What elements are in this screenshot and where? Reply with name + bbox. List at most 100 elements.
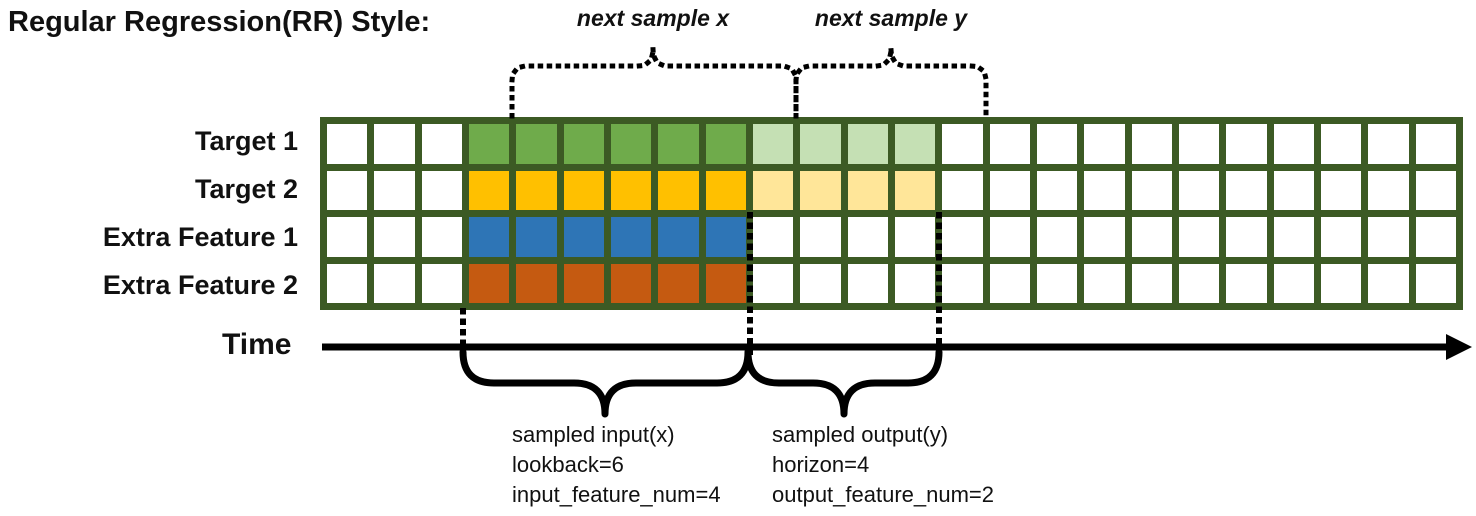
grid-cell (1036, 263, 1078, 303)
grid-cell (327, 217, 368, 257)
grid-cell (421, 170, 462, 210)
grid-cell (800, 170, 841, 210)
row-label-extra-feature-2: Extra Feature 2 (102, 270, 298, 301)
grid-cell (1084, 124, 1125, 164)
sampled-output-brace (744, 348, 943, 418)
grid-cell (1273, 170, 1314, 210)
grid-cell (374, 124, 415, 164)
next-sample-x-brace (509, 47, 799, 119)
grid-cell (563, 170, 604, 210)
grid-cell (1036, 217, 1078, 257)
grid-cell (468, 170, 510, 210)
next-sample-y-brace (793, 47, 989, 119)
grid-cell (374, 263, 415, 303)
next-sample-x-label: next sample x (576, 5, 730, 31)
grid-cell (705, 170, 746, 210)
grid-cell (1320, 170, 1362, 210)
grid-cell (989, 263, 1030, 303)
grid-cell (327, 170, 368, 210)
grid-cell (989, 170, 1030, 210)
grid-cell (563, 263, 604, 303)
grid-cell (942, 217, 983, 257)
grid-cell (752, 263, 794, 303)
sampled-output-caption: sampled output(y) horizon=4 output_featu… (772, 420, 994, 510)
grid-cell (1178, 124, 1220, 164)
grid-cell (468, 124, 510, 164)
grid-cell (1320, 217, 1362, 257)
grid-cell (800, 124, 841, 164)
grid-cell (1320, 263, 1362, 303)
grid-cell (847, 170, 888, 210)
grid-cell (468, 217, 510, 257)
grid-cell (705, 263, 746, 303)
grid-cell (1368, 170, 1409, 210)
grid-cell (1368, 124, 1409, 164)
grid-cell (516, 124, 557, 164)
grid-cell (516, 217, 557, 257)
grid-cell (374, 217, 415, 257)
grid-cell (610, 124, 652, 164)
row-labels: Target 1 Target 2 Extra Feature 1 Extra … (0, 117, 308, 310)
grid-cell (894, 124, 936, 164)
row-label-target-1: Target 1 (194, 125, 298, 156)
sampled-input-brace (459, 348, 752, 418)
grid-cell (658, 263, 699, 303)
grid-cell (1226, 217, 1267, 257)
grid-cell (1036, 170, 1078, 210)
grid-cell (942, 170, 983, 210)
sampled-output-title: sampled output(y) (772, 422, 949, 447)
grid-cell (1131, 217, 1172, 257)
grid-cell (800, 263, 841, 303)
grid-cell (1415, 217, 1456, 257)
row-label-target-2: Target 2 (194, 173, 298, 204)
lookback-value: lookback=6 (512, 452, 624, 477)
grid-cell (752, 217, 794, 257)
grid-cell (658, 124, 699, 164)
grid-cell (894, 170, 936, 210)
sampled-input-caption: sampled input(x) lookback=6 input_featur… (512, 420, 721, 510)
grid-cell (1368, 217, 1409, 257)
grid-cell (421, 217, 462, 257)
grid-cell (374, 170, 415, 210)
grid-cell (989, 217, 1030, 257)
grid-cell (327, 263, 368, 303)
grid-cell (1415, 170, 1456, 210)
grid-cell (1273, 263, 1314, 303)
grid-cell (610, 170, 652, 210)
grid-cell (847, 124, 888, 164)
grid-cell (752, 170, 794, 210)
sampled-input-title: sampled input(x) (512, 422, 675, 447)
grid-cell (421, 124, 462, 164)
horizon-value: horizon=4 (772, 452, 870, 477)
grid-cell (1226, 170, 1267, 210)
grid-cell (1131, 263, 1172, 303)
grid-cell (1415, 124, 1456, 164)
grid-cell (800, 217, 841, 257)
grid-cell (1178, 217, 1220, 257)
grid-cell (705, 217, 746, 257)
grid-cell (516, 170, 557, 210)
grid-cell (989, 124, 1030, 164)
grid-cell (1320, 124, 1362, 164)
grid-cell (894, 217, 936, 257)
timeseries-grid (320, 117, 1463, 310)
time-axis-label: Time (222, 328, 292, 361)
grid-cell (658, 217, 699, 257)
grid-cell (1226, 263, 1267, 303)
grid-cell (894, 263, 936, 303)
grid-cell (610, 217, 652, 257)
grid-cell (942, 263, 983, 303)
page-title: Regular Regression(RR) Style: (8, 6, 431, 38)
time-axis-arrowhead (1446, 334, 1472, 360)
grid-cell (1131, 124, 1172, 164)
next-sample-y-label: next sample y (814, 5, 968, 31)
grid-cell (610, 263, 652, 303)
grid-cell (847, 263, 888, 303)
row-label-extra-feature-1: Extra Feature 1 (102, 222, 298, 253)
grid-cell (1084, 263, 1125, 303)
grid-cell (847, 217, 888, 257)
grid-cell (1273, 217, 1314, 257)
grid-cell (1178, 170, 1220, 210)
grid-cell (1036, 124, 1078, 164)
